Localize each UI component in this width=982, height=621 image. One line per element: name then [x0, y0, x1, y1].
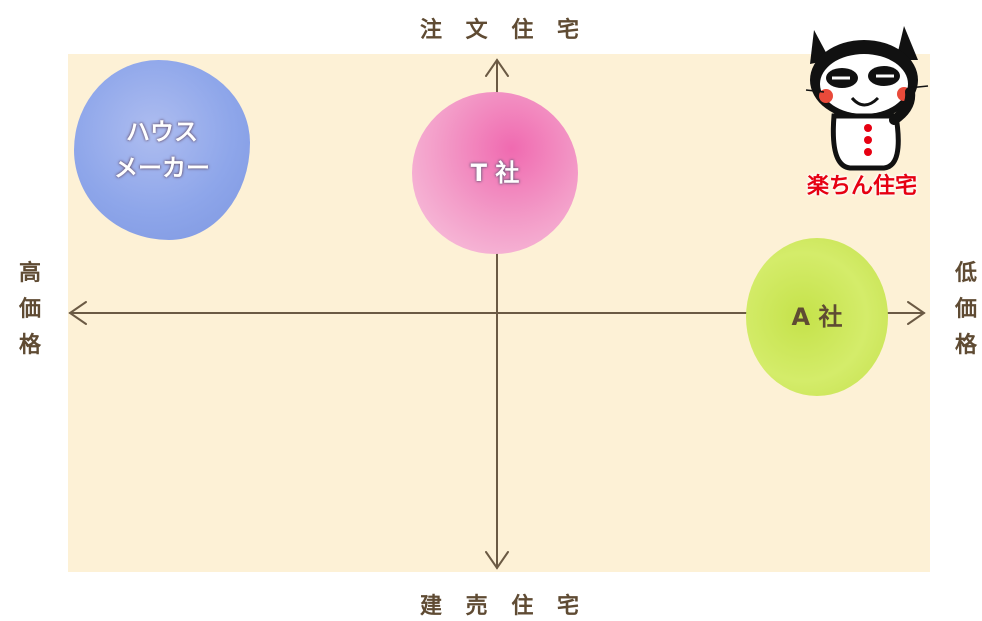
axis-label-top: 注 文 住 宅: [420, 18, 587, 43]
position-label: T 社: [470, 159, 520, 187]
position-housemaker: ハウス メーカー: [74, 60, 250, 240]
arrow-right: [907, 301, 926, 325]
position-t-company: T 社: [412, 92, 578, 254]
axis-label-left: 高価格: [18, 261, 41, 358]
position-label: A 社: [791, 303, 843, 331]
axis-label-right: 低価格: [954, 261, 977, 358]
arrow-down: [485, 551, 509, 570]
arrow-left: [68, 301, 87, 325]
brand-name: 楽ちん住宅: [806, 174, 917, 199]
position-a-company: A 社: [746, 238, 888, 396]
position-label: ハウス メーカー: [114, 118, 210, 182]
panda-mascot-icon: [805, 26, 929, 171]
axis-label-bottom: 建 売 住 宅: [420, 594, 587, 619]
arrow-up: [485, 58, 509, 77]
